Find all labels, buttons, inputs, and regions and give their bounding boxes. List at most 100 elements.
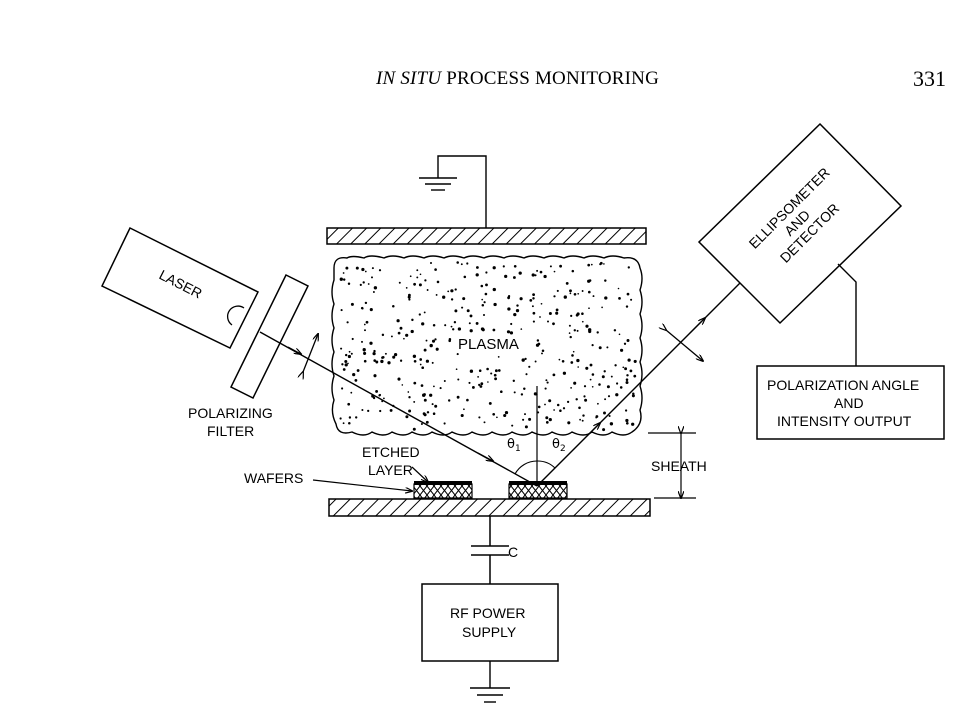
etched-layer-leader	[411, 466, 428, 482]
plasma-dot	[469, 314, 473, 318]
plasma-dot	[423, 311, 426, 314]
plasma-dot	[341, 363, 344, 366]
plasma-dot	[571, 269, 575, 273]
plasma-dot	[507, 307, 511, 311]
plasma-dot	[617, 287, 620, 290]
plasma-dot	[421, 366, 425, 370]
plasma-dot	[558, 358, 561, 361]
plasma-dot	[410, 329, 414, 334]
plasma-dot	[365, 320, 369, 324]
plasma-dot	[342, 272, 345, 274]
plasma-dot	[480, 327, 485, 331]
output-label-line2: AND	[834, 395, 864, 411]
plasma-dot	[633, 359, 637, 363]
plasma-dot	[364, 301, 368, 305]
plasma-dot	[453, 321, 457, 324]
plasma-dot	[548, 312, 552, 315]
plasma-dot	[626, 339, 630, 342]
plasma-dot	[420, 422, 423, 426]
plasma-dot	[482, 313, 486, 317]
theta1-arc	[514, 460, 538, 475]
polarization-arrow-incident	[303, 334, 318, 372]
plasma-dot	[519, 297, 523, 301]
plasma-dot	[504, 274, 508, 279]
plasma-dot	[569, 292, 572, 295]
plasma-dot	[447, 399, 451, 402]
plasma-dot	[625, 305, 629, 308]
plasma-dot	[408, 396, 411, 399]
top-electrode	[326, 227, 647, 245]
plasma-dot	[545, 379, 548, 382]
plasma-dot	[524, 357, 527, 361]
plasma-dot	[350, 391, 353, 394]
plasma-dot	[348, 416, 352, 419]
plasma-dot	[631, 394, 635, 398]
plasma-dot	[423, 393, 426, 396]
plasma-dot	[421, 322, 425, 326]
plasma-dot	[619, 386, 623, 389]
plasma-dot	[460, 263, 463, 266]
plasma-dot	[625, 421, 629, 425]
polarizing-filter-label-line2: FILTER	[207, 423, 254, 439]
plasma-dot	[435, 293, 438, 296]
bottom-ground-symbol	[470, 661, 510, 703]
plasma-dot	[455, 368, 458, 371]
reflected-beam-arrow-2	[689, 318, 705, 334]
plasma-dot	[534, 360, 537, 363]
plasma-dot	[625, 418, 629, 423]
plasma-dot	[359, 283, 362, 286]
plasma-dot	[563, 295, 567, 299]
plasma-dot	[603, 370, 606, 373]
plasma-dot	[624, 409, 628, 412]
plasma-dot	[363, 351, 367, 355]
plasma-dot	[513, 312, 517, 317]
plasma-dot	[354, 378, 358, 382]
plasma-dot	[532, 293, 535, 296]
plasma-dot	[590, 263, 593, 266]
ellipsometer-detector-box: ELLIPSOMETER AND DETECTOR	[697, 122, 903, 325]
plasma-dot	[555, 311, 559, 315]
plasma-dot	[383, 397, 385, 400]
plasma-dot	[587, 263, 591, 267]
plasma-dot	[533, 392, 538, 396]
plasma-dot	[581, 320, 584, 323]
plasma-dot	[468, 322, 471, 325]
plasma-dot	[545, 421, 549, 424]
plasma-dot	[531, 273, 535, 277]
plasma-dot	[429, 343, 433, 348]
plasma-dot	[411, 318, 414, 322]
plasma-dot	[466, 262, 469, 265]
plasma-dot	[442, 295, 446, 299]
plasma-dot	[493, 373, 497, 377]
plasma-dot	[408, 409, 412, 413]
plasma-dot	[561, 360, 565, 363]
plasma-dot	[595, 415, 599, 418]
plasma-dot	[408, 293, 411, 297]
plasma-dot	[479, 385, 483, 388]
plasma-dot	[396, 319, 400, 323]
plasma-dot	[460, 413, 464, 418]
laser-box: LASER	[100, 226, 260, 349]
plasma-dot	[576, 358, 580, 363]
plasma-dot	[463, 275, 467, 279]
plasma-dot	[515, 308, 520, 313]
plasma-dot	[618, 333, 621, 336]
plasma-dot	[588, 307, 590, 310]
plasma-dot	[511, 424, 514, 427]
plasma-dot	[509, 331, 514, 335]
plasma-dot	[480, 284, 484, 288]
plasma-dot	[630, 298, 633, 301]
plasma-label: PLASMA	[458, 336, 519, 353]
plasma-dot	[425, 339, 428, 342]
plasma-dot	[629, 369, 633, 373]
plasma-dot	[582, 414, 585, 417]
plasma-dot	[378, 393, 382, 397]
wafer-right	[508, 481, 568, 499]
plasma-dot	[532, 297, 535, 300]
plasma-dot	[481, 298, 484, 301]
plasma-dot	[481, 303, 485, 307]
plasma-dot	[568, 332, 571, 334]
plasma-dot	[631, 422, 635, 426]
plasma-dot	[512, 276, 516, 279]
plasma-dot	[570, 361, 574, 364]
